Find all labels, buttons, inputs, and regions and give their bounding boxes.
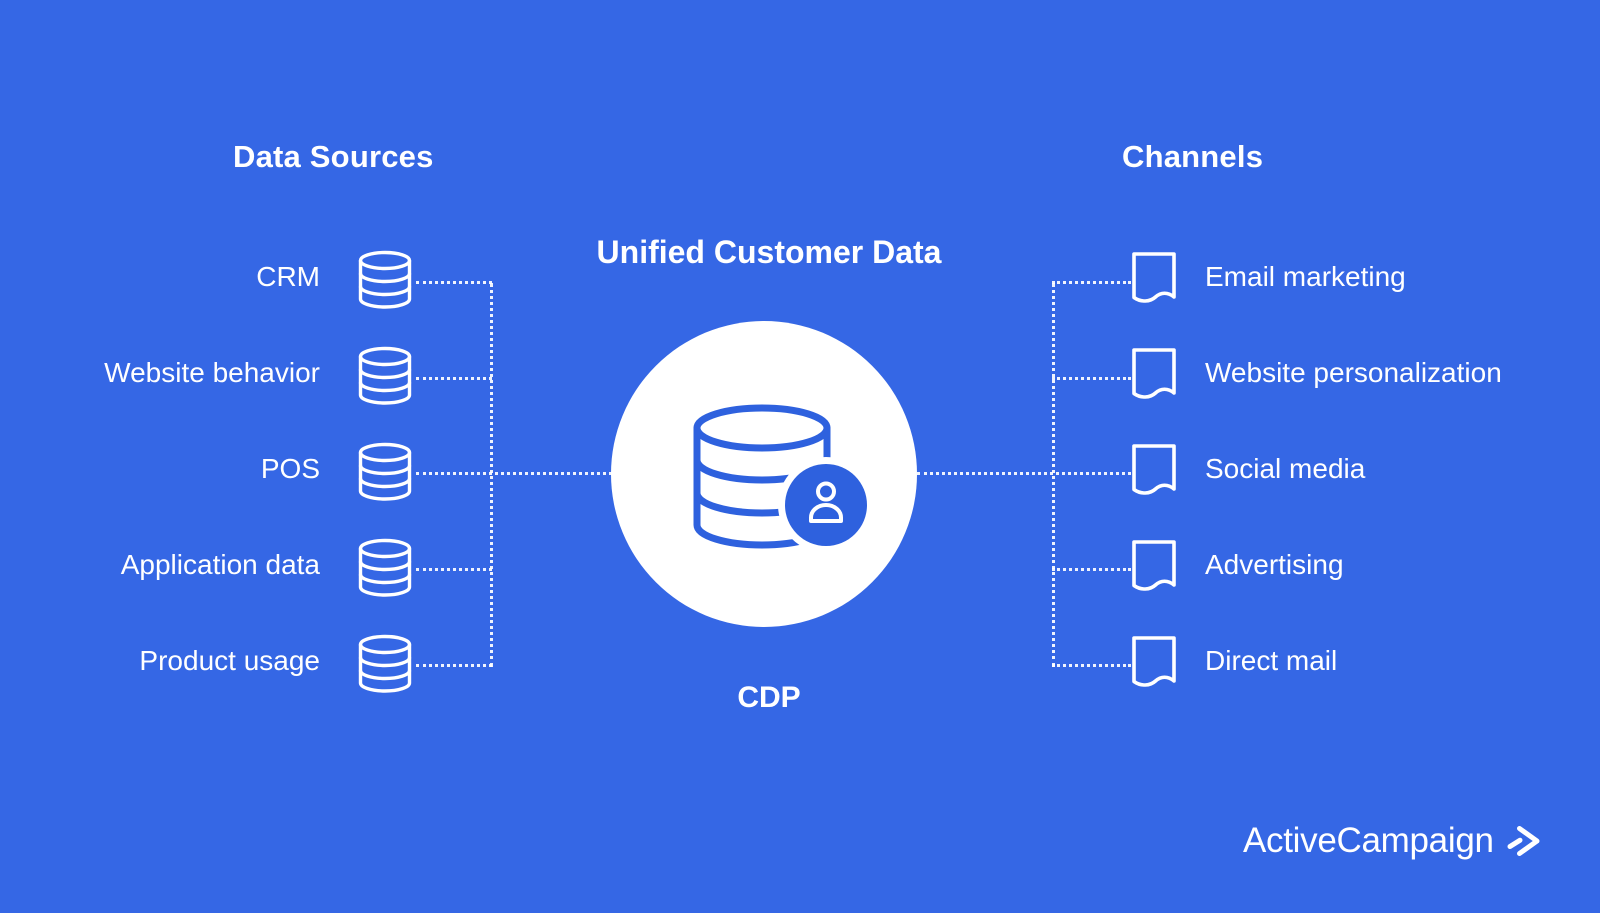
page-icon	[1132, 636, 1176, 687]
connector-line	[917, 472, 1131, 475]
data-source-label-product-usage: Product usage	[139, 645, 320, 676]
unified-customer-data-heading: Unified Customer Data	[596, 234, 942, 270]
connector-line	[416, 664, 492, 667]
database-icon	[358, 538, 412, 597]
data-source-label-application-data: Application data	[120, 549, 320, 580]
connector-line	[416, 568, 492, 571]
activecampaign-chevron-icon	[1507, 826, 1540, 856]
page-icon	[1132, 348, 1176, 399]
page-icon	[1132, 444, 1176, 495]
connector-line	[1052, 664, 1131, 667]
database-icon	[358, 346, 412, 405]
connector-line	[416, 281, 492, 284]
connector-line	[1052, 377, 1131, 380]
page-icon	[1132, 252, 1176, 303]
data-source-label-website-behavior: Website behavior	[104, 357, 320, 388]
activecampaign-logo-text: ActiveCampaign	[1243, 821, 1494, 860]
connector-bracket-right	[1052, 283, 1055, 667]
channel-label-email-marketing: Email marketing	[1205, 261, 1406, 292]
channel-label-advertising: Advertising	[1205, 549, 1344, 580]
channel-label-website-personalization: Website personalization	[1205, 357, 1502, 388]
connector-line	[416, 377, 492, 380]
connector-line	[1052, 568, 1131, 571]
data-source-label-pos: POS	[260, 453, 320, 484]
connector-line	[1052, 281, 1131, 284]
database-user-icon	[693, 404, 874, 553]
cdp-hub-circle	[611, 321, 917, 627]
connector-line	[416, 472, 612, 475]
channel-label-direct-mail: Direct mail	[1205, 645, 1338, 676]
data-sources-heading: Data Sources	[233, 139, 434, 174]
page-icon	[1132, 540, 1176, 591]
channels-heading: Channels	[1122, 139, 1264, 174]
connector-bracket-left	[490, 283, 493, 667]
channel-label-social-media: Social media	[1205, 453, 1366, 484]
database-icon	[358, 442, 412, 501]
data-source-label-crm: CRM	[256, 261, 320, 292]
database-icon	[358, 634, 412, 693]
cdp-caption: CDP	[737, 681, 801, 714]
activecampaign-logo: ActiveCampaign	[1243, 818, 1543, 864]
database-icon	[358, 250, 412, 309]
